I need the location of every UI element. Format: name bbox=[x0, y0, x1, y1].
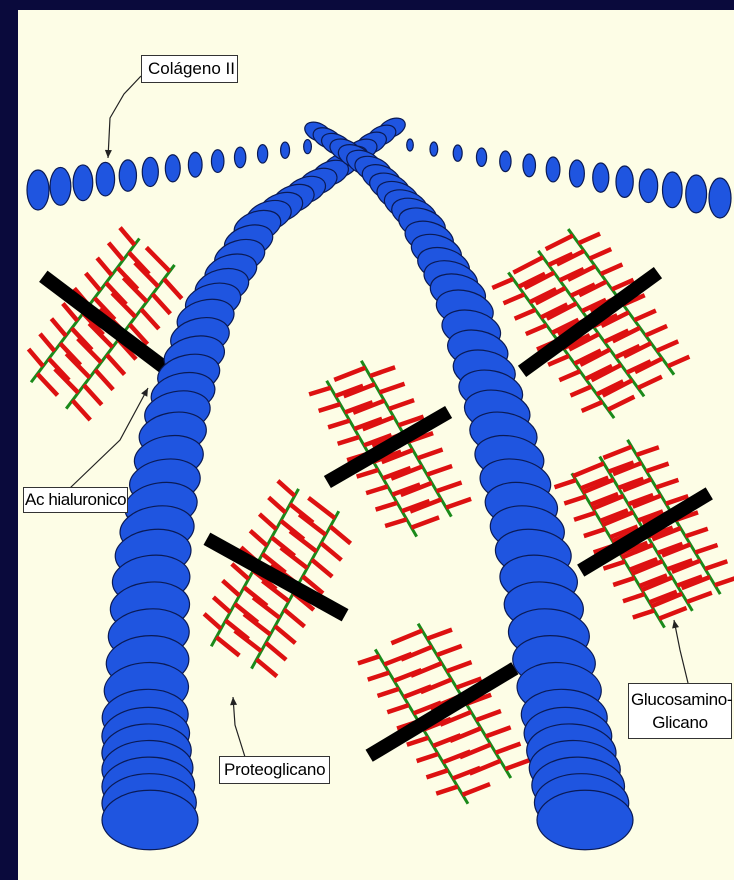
collagen-disk bbox=[102, 790, 198, 850]
collagen-disk bbox=[281, 142, 290, 158]
collagen-label: Colágeno II bbox=[141, 55, 238, 83]
hyaluronic-acid-label: Ac hialuronico bbox=[23, 487, 128, 513]
collagen-disk bbox=[211, 150, 224, 173]
collagen-disk bbox=[407, 139, 414, 151]
collagen-disk bbox=[569, 160, 584, 187]
proteoglycan-label: Proteoglicano bbox=[219, 756, 330, 784]
collagen-disk bbox=[593, 163, 609, 192]
collagen-disk bbox=[523, 154, 536, 177]
collagen-disk bbox=[304, 140, 312, 154]
collagen-disk bbox=[686, 175, 707, 213]
collagen-disk bbox=[165, 155, 180, 182]
collagen-disk bbox=[73, 165, 93, 201]
collagen-disk bbox=[119, 160, 136, 191]
collagen-disk bbox=[27, 170, 49, 210]
collagen-disk bbox=[50, 167, 71, 205]
collagen-disk bbox=[430, 142, 438, 156]
collagen-disk bbox=[546, 157, 560, 182]
glycosaminoglycan-label-line2: Glicano bbox=[631, 711, 729, 734]
collagen-disk bbox=[188, 152, 202, 177]
collagen-disk bbox=[639, 169, 657, 203]
collagen-disk bbox=[537, 790, 633, 850]
collagen-disk bbox=[662, 172, 682, 208]
collagen-disk bbox=[142, 157, 158, 186]
collagen-disk bbox=[258, 145, 268, 163]
collagen-disk bbox=[476, 148, 486, 166]
glycosaminoglycan-label-line1: Glucosamino- bbox=[631, 688, 729, 711]
collagen-disk bbox=[453, 145, 462, 161]
collagen-disk bbox=[96, 162, 114, 196]
collagen-disk bbox=[500, 151, 511, 172]
collagen-disk bbox=[234, 147, 245, 168]
collagen-disk bbox=[709, 178, 731, 218]
collagen-disk bbox=[616, 166, 633, 197]
glycosaminoglycan-label: Glucosamino- Glicano bbox=[628, 683, 732, 739]
